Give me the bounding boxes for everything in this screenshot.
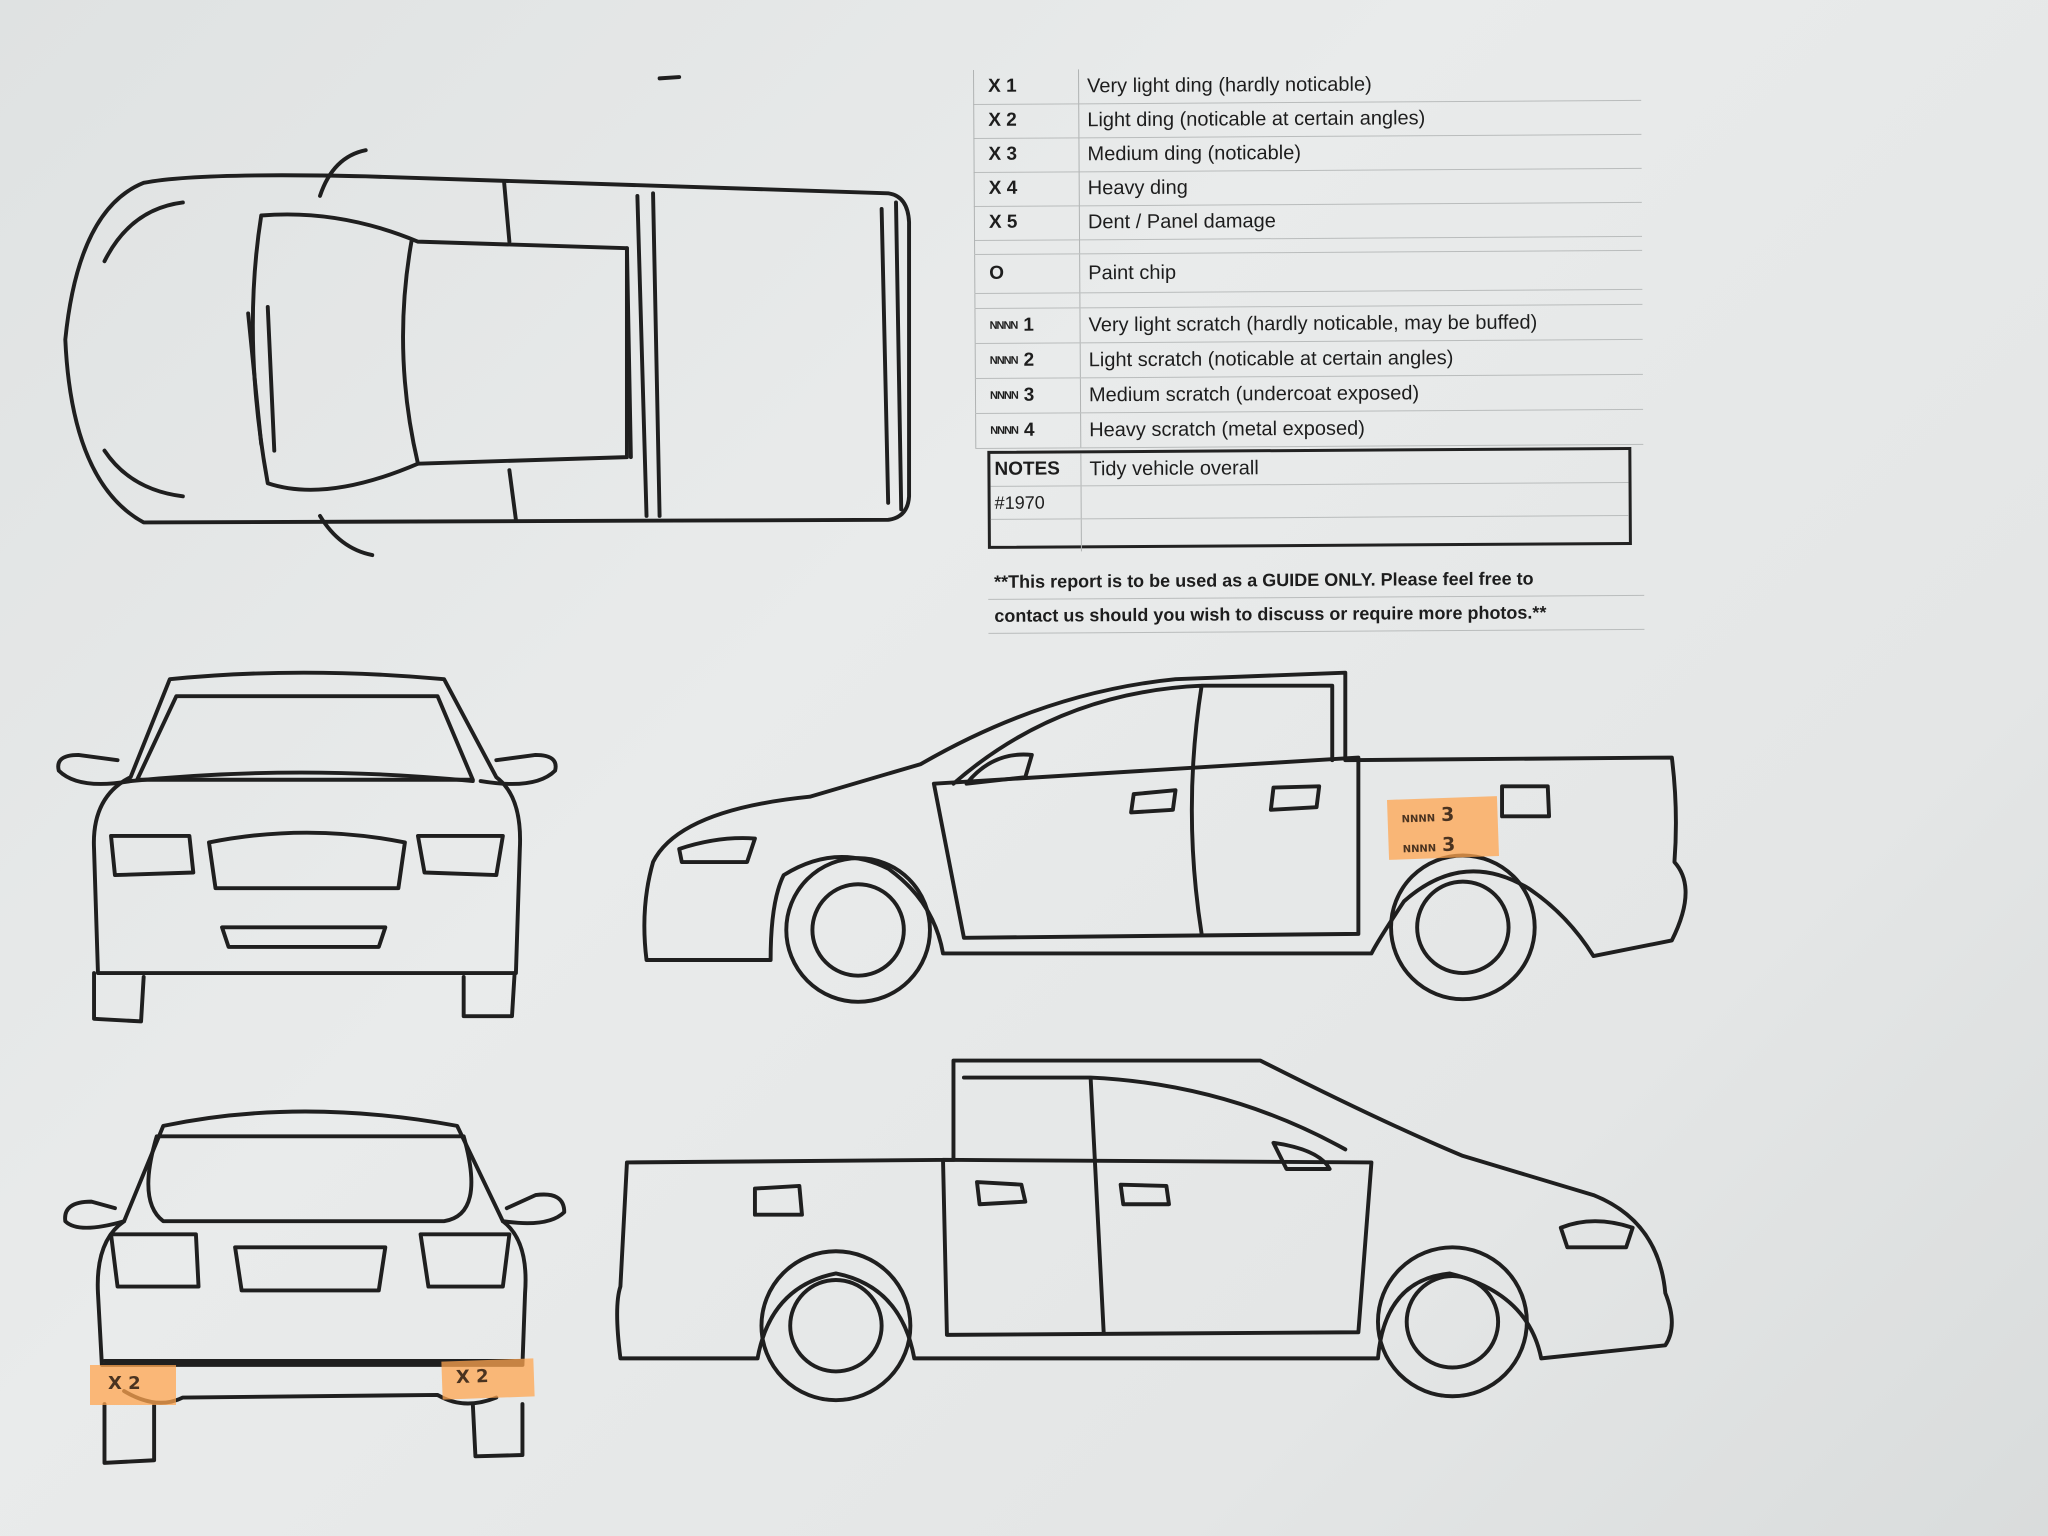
car-top-view (63, 148, 912, 558)
damage-mark-rear-left: X 2 (90, 1365, 176, 1405)
car-rear-view (63, 1109, 567, 1465)
disclaimer-line-1: **This report is to be used as a GUIDE O… (988, 561, 1645, 600)
disclaimer-line-2: contact us should you wish to discuss or… (988, 595, 1645, 634)
car-side-view-right (615, 1058, 1674, 1403)
car-side-view-left (642, 670, 1688, 1004)
notes-empty-row (990, 516, 1629, 552)
damage-mark-rear-right: X 2 (441, 1358, 535, 1400)
notes-ref-row: #1970 (990, 483, 1629, 520)
stray-mark (657, 75, 682, 81)
car-front-view (56, 670, 558, 1024)
